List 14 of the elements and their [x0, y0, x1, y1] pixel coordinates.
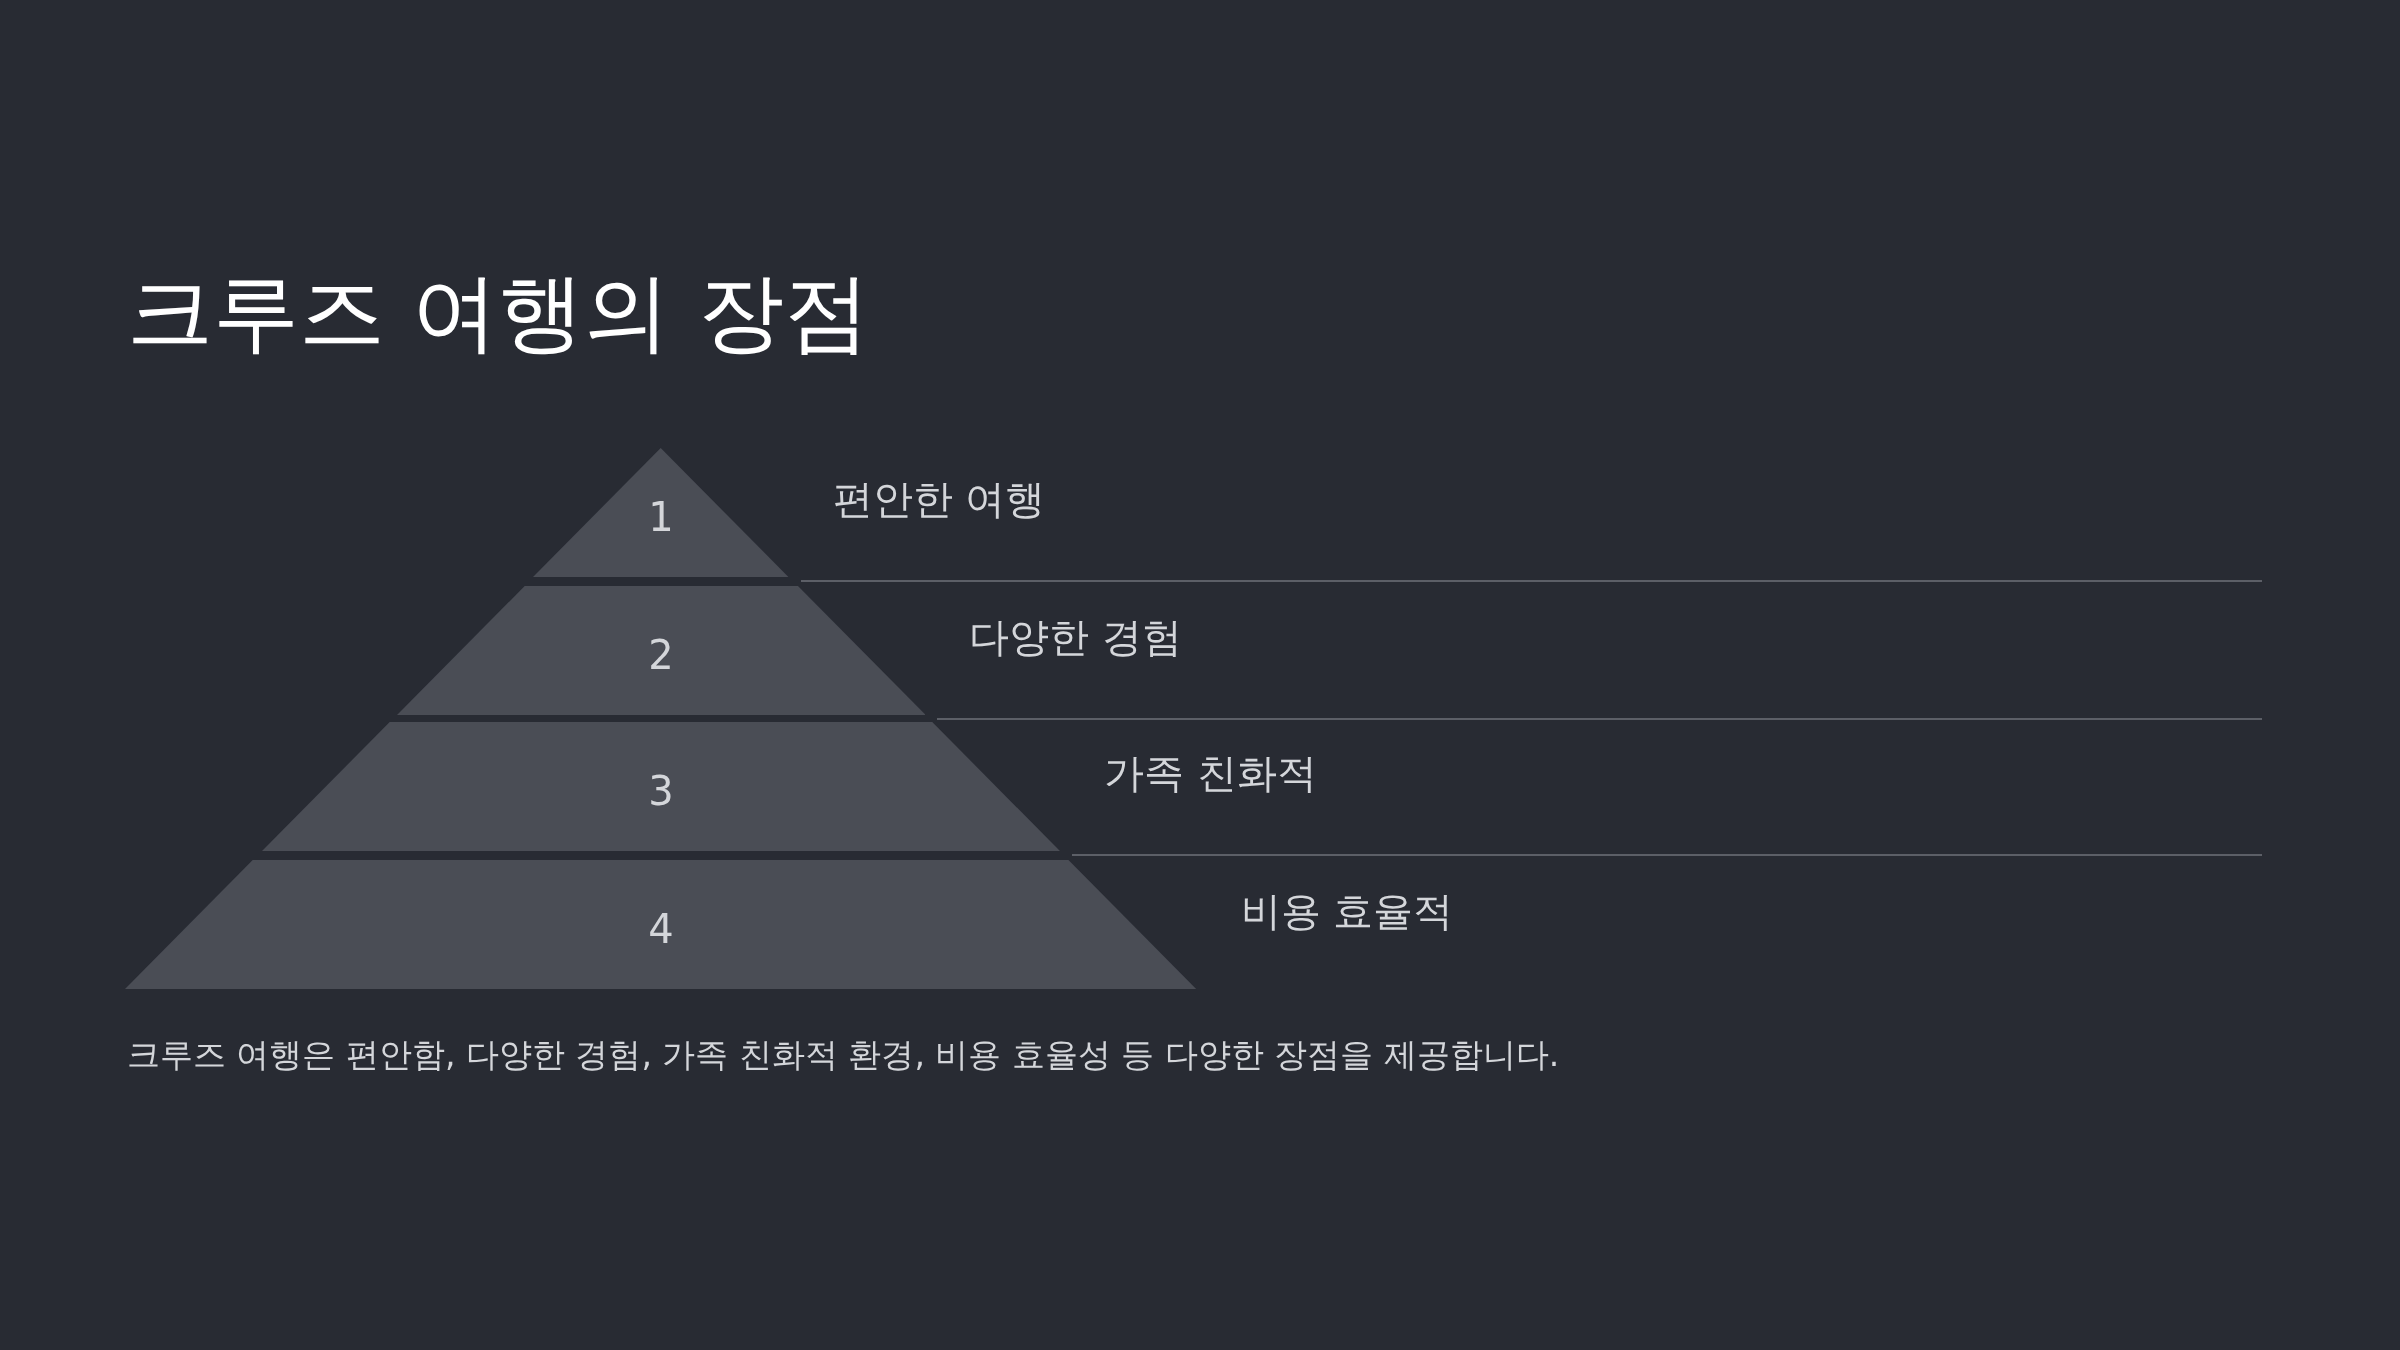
slide-title: 크루즈 여행의 장점 — [127, 261, 870, 364]
tier-number: 4 — [648, 908, 674, 949]
tier-label: 비용 효율적 — [1240, 890, 1454, 931]
tier-label: 다양한 경험 — [969, 616, 1183, 657]
tier-number: 3 — [648, 770, 674, 811]
tier-label: 가족 친화적 — [1103, 752, 1317, 793]
tier-number: 2 — [648, 634, 674, 675]
caption: 크루즈 여행은 편안함, 다양한 경험, 가족 친화적 환경, 비용 효율성 등 다양한 장점을 제공합니다. — [127, 1034, 1560, 1076]
pyramid-tier — [533, 448, 789, 577]
pyramid-tier — [125, 860, 1197, 989]
tier-label: 편안한 여행 — [832, 478, 1046, 519]
pyramid-tier — [262, 722, 1060, 851]
tier-number: 1 — [648, 496, 674, 537]
pyramid-tier — [396, 586, 926, 715]
